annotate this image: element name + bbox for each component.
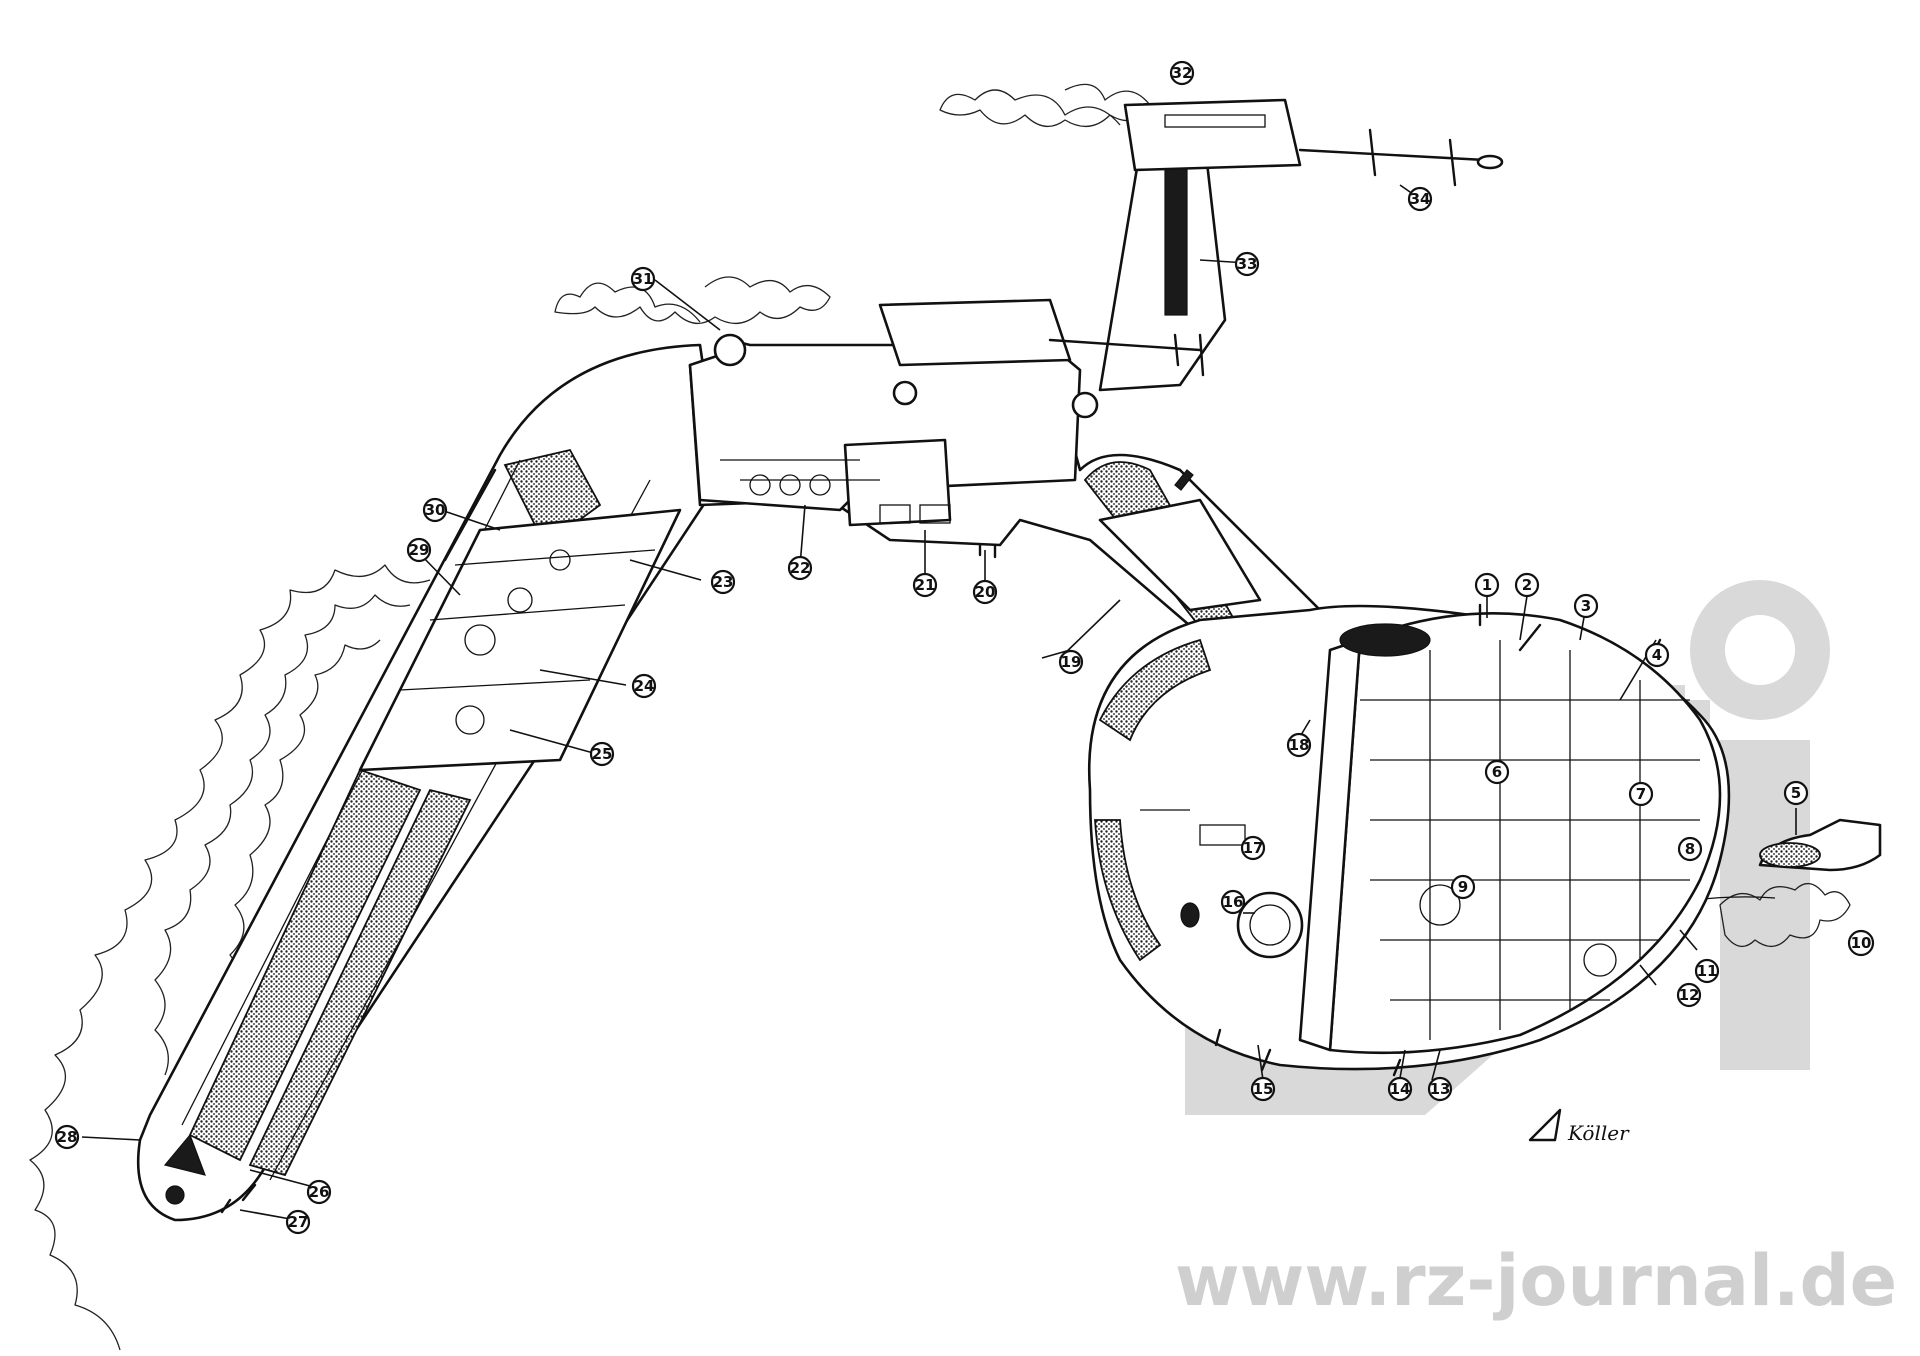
callout-31-label: 31 [633,270,654,288]
callout-32-label: 32 [1172,64,1193,82]
callout-26: 26 [306,1179,332,1205]
callout-25: 25 [589,741,615,767]
signature-text: Köller [1567,1121,1630,1145]
callout-10: 10 [1847,929,1875,957]
callout-18-label: 18 [1289,736,1310,754]
watermark-url: www.rz-journal.de [1175,1240,1897,1322]
callout-22-label: 22 [790,559,811,577]
callout-32: 32 [1169,60,1195,86]
artist-signature: Köller [1528,1108,1630,1145]
callout-17: 17 [1240,835,1266,861]
callout-2-label: 2 [1522,576,1532,594]
main-sphere [1087,603,1731,1077]
callout-29-label: 29 [409,541,430,559]
callout-28-label: 28 [57,1128,78,1146]
callout-16-label: 16 [1223,893,1244,911]
callout-9-label: 9 [1458,878,1468,896]
callout-19-label: 19 [1061,653,1082,671]
callout-7: 7 [1628,781,1654,807]
callout-14-label: 14 [1390,1080,1411,1098]
callout-14: 14 [1387,1076,1413,1102]
callout-18: 18 [1286,732,1312,758]
callout-15-label: 15 [1253,1080,1274,1098]
callout-4-label: 4 [1652,646,1662,664]
smoke-top-right [939,83,1151,127]
callout-27: 27 [285,1209,311,1235]
callout-10-label: 10 [1851,934,1872,952]
callout-23-label: 23 [713,573,734,591]
callout-5: 5 [1783,780,1809,806]
callout-30-label: 30 [425,501,446,519]
callout-25-label: 25 [592,745,613,763]
callout-6-label: 6 [1492,763,1502,781]
callout-9: 9 [1450,874,1476,900]
callout-20-label: 20 [975,583,996,601]
smoke-left [29,564,431,1351]
callout-12-label: 12 [1679,986,1700,1004]
callout-28: 28 [54,1124,80,1150]
callout-31: 31 [630,266,656,292]
central-hull [688,333,1382,712]
callout-4: 4 [1644,642,1670,668]
callout-2: 2 [1514,572,1540,598]
callout-8: 8 [1677,836,1703,862]
upper-pylon [878,98,1504,392]
callout-21: 21 [912,572,938,598]
callout-29: 29 [406,537,432,563]
callout-22: 22 [787,555,813,581]
callout-16: 16 [1220,889,1246,915]
callout-12: 12 [1676,982,1702,1008]
small-pod [1758,818,1882,872]
callout-23: 23 [710,569,736,595]
callout-7-label: 7 [1636,785,1646,803]
callout-34-label: 34 [1410,190,1431,208]
callout-1-label: 1 [1482,576,1492,594]
callout-8-label: 8 [1685,840,1695,858]
callout-27-label: 27 [288,1213,309,1231]
callout-19: 19 [1058,649,1084,675]
callout-30: 30 [422,497,448,523]
callout-33-label: 33 [1237,255,1258,273]
callout-3: 3 [1573,593,1599,619]
callout-11: 11 [1694,958,1720,984]
callout-6: 6 [1484,759,1510,785]
callout-13-label: 13 [1430,1080,1451,1098]
callout-15: 15 [1250,1076,1276,1102]
callout-24-label: 24 [634,677,655,695]
callout-33: 33 [1234,251,1260,277]
callout-34: 34 [1407,186,1433,212]
long-arm [136,343,722,1222]
callout-13: 13 [1427,1076,1453,1102]
callout-1: 1 [1474,572,1500,598]
callout-21-label: 21 [915,576,936,594]
callout-3-label: 3 [1581,597,1591,615]
callout-11-label: 11 [1697,962,1718,980]
callout-26-label: 26 [309,1183,330,1201]
callout-5-label: 5 [1791,784,1801,802]
smoke-top-middle [554,276,831,324]
callout-17-label: 17 [1243,839,1264,857]
callout-20: 20 [972,579,998,605]
callout-24: 24 [631,673,657,699]
